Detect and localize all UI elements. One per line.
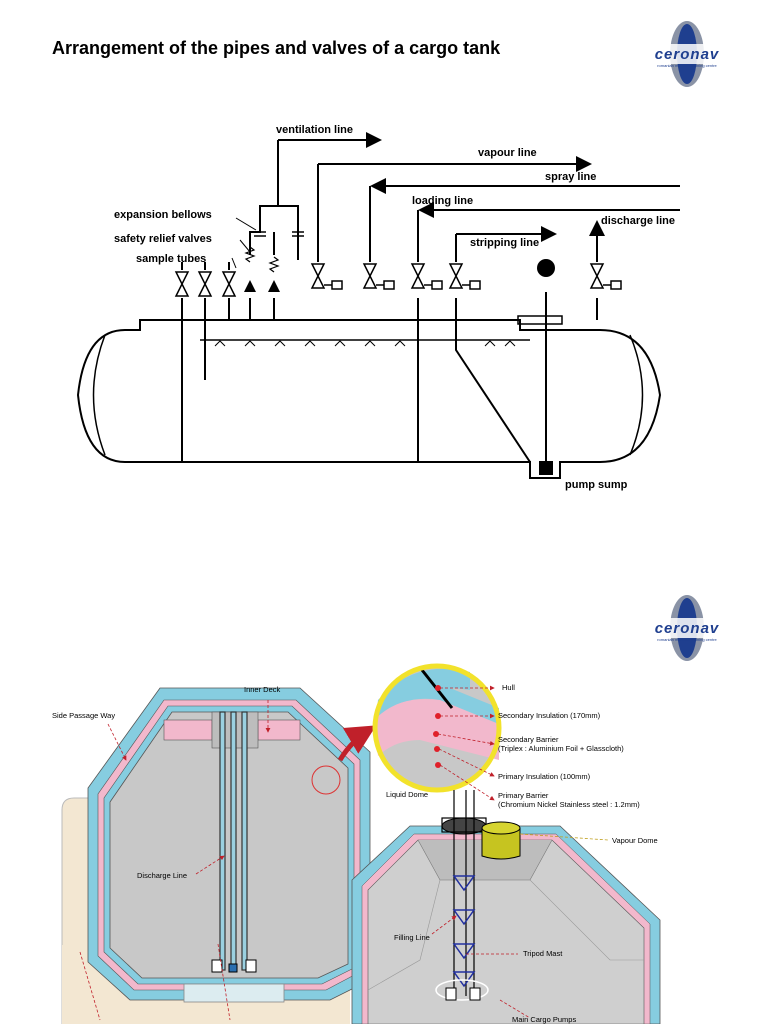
label-vapour-dome: Vapour Dome [612, 836, 658, 845]
logo-word: ceronav [654, 46, 720, 63]
logo-word-2: ceronav [654, 620, 720, 637]
label-bellows: expansion bellows [114, 209, 212, 221]
tank-cross-section: Inner Deck Side Passage Way Discharge Li… [52, 663, 661, 1024]
tank-end-right [629, 334, 644, 456]
label-stripping: stripping line [470, 237, 539, 249]
label-liquid-dome: Liquid Dome [386, 790, 428, 799]
label-pri-barrier-detail: (Chromium Nickel Stainless steel : 1.2mm… [498, 800, 640, 809]
detail-marker [311, 765, 341, 795]
relief-spring-icon [244, 246, 256, 263]
mast-bracing [452, 875, 476, 988]
label-vapour: vapour line [478, 147, 537, 159]
logo-sub-2: romanian maritime training centre [657, 637, 717, 642]
ceronav-logo: ceronav romanian maritime training centr… [642, 20, 732, 90]
deck-block-right [257, 719, 301, 741]
label-side-passage: Side Passage Way [52, 711, 115, 720]
label-discharge-line: Discharge Line [137, 871, 187, 880]
callout-lines [79, 685, 531, 1021]
bellows-icon [254, 231, 304, 237]
label-main-pumps: Main Cargo Pumps [512, 1015, 576, 1024]
logo-sub: romanian maritime training centre [657, 63, 717, 68]
sump-box [183, 983, 285, 1003]
label-sec-barrier: Secondary Barrier [498, 735, 559, 744]
pump-right-icon [245, 959, 257, 973]
label-relief: safety relief valves [114, 233, 212, 245]
pump-dome [517, 315, 563, 325]
main-pump-icon [445, 987, 457, 1001]
ceronav-logo-2: ceronav romanian maritime training centr… [642, 594, 732, 664]
pump-left-icon [211, 959, 223, 973]
discharge-pipes [219, 711, 248, 971]
main-pump-icon-2 [469, 987, 481, 1001]
pipe-schematic: ventilation line vapour line spray line … [76, 124, 680, 491]
label-sec-barrier-detail: (Triplex : Aluminium Foil + Glasscloth) [498, 744, 624, 753]
vapour-dome [481, 827, 521, 860]
label-sample: sample tubes [136, 253, 206, 265]
pump-icon [539, 461, 553, 475]
relief-valve-icon-2 [268, 280, 280, 292]
label-spray: spray line [545, 171, 596, 183]
deck-block-left [163, 719, 213, 741]
label-inner-deck: Inner Deck [244, 685, 281, 694]
spray-nozzles [214, 340, 516, 347]
logo-emblem-icon [642, 595, 732, 661]
relief-spring-icon-2 [268, 256, 280, 273]
label-pri-barrier: Primary Barrier [498, 791, 549, 800]
label-tripod-mast: Tripod Mast [523, 949, 563, 958]
detail-magnifier [372, 663, 502, 793]
label-pri-insulation: Primary Insulation (100mm) [498, 772, 591, 781]
pump-motor-icon [537, 259, 555, 277]
stripping-pipe [455, 298, 531, 463]
tank-body [76, 319, 662, 479]
label-loading: loading line [412, 195, 473, 207]
logo-emblem-icon [642, 21, 732, 87]
detail-arrow [337, 725, 377, 762]
page-title: Arrangement of the pipes and valves of a… [52, 38, 501, 58]
label-hull: Hull [502, 683, 515, 692]
label-filling-line: Filling Line [394, 933, 430, 942]
label-sec-insulation: Secondary Insulation (170mm) [498, 711, 601, 720]
label-discharge: discharge line [601, 215, 675, 227]
relief-valve-icon [244, 280, 256, 292]
tank-interior [109, 711, 349, 979]
tripod-mast [453, 790, 475, 996]
tank-end-left [92, 334, 106, 456]
label-ventilation: ventilation line [276, 124, 353, 136]
valve-icons [174, 263, 622, 297]
label-sump: pump sump [565, 479, 628, 491]
leader-lines [231, 217, 257, 269]
